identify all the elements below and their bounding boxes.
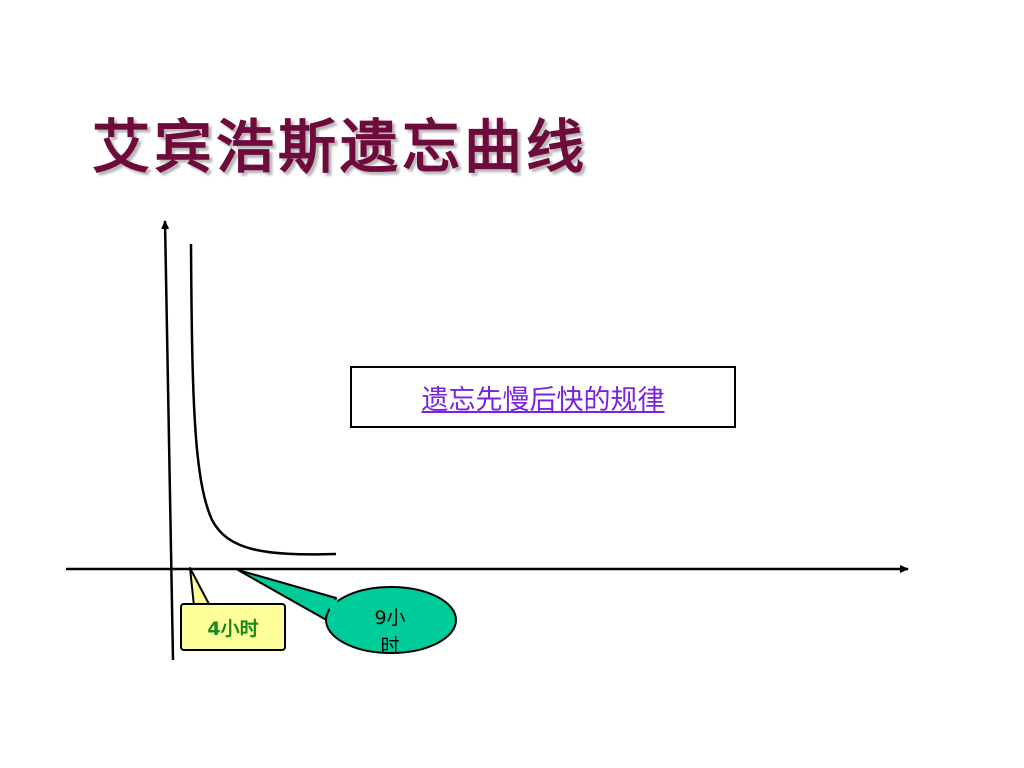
callout-9-hours-label: 9小 时 [360,604,420,660]
callout-4h-pointer [189,567,211,607]
forgetting-curve [189,243,337,556]
callout-4-hours-label: 4小时 [207,617,259,640]
callout-9-hours-line1: 9小 [374,607,406,629]
slide-title: 艾宾浩斯遗忘曲线 [92,113,589,181]
rule-label[interactable]: 遗忘先慢后快的规律 [421,384,665,416]
callout-9-hours-line2: 时 [380,635,400,657]
callout-4-hours: 4小时 [180,603,286,651]
y-axis [161,220,175,661]
callout-9h-bubble [325,586,457,654]
rule-label-box: 遗忘先慢后快的规律 [350,366,736,428]
